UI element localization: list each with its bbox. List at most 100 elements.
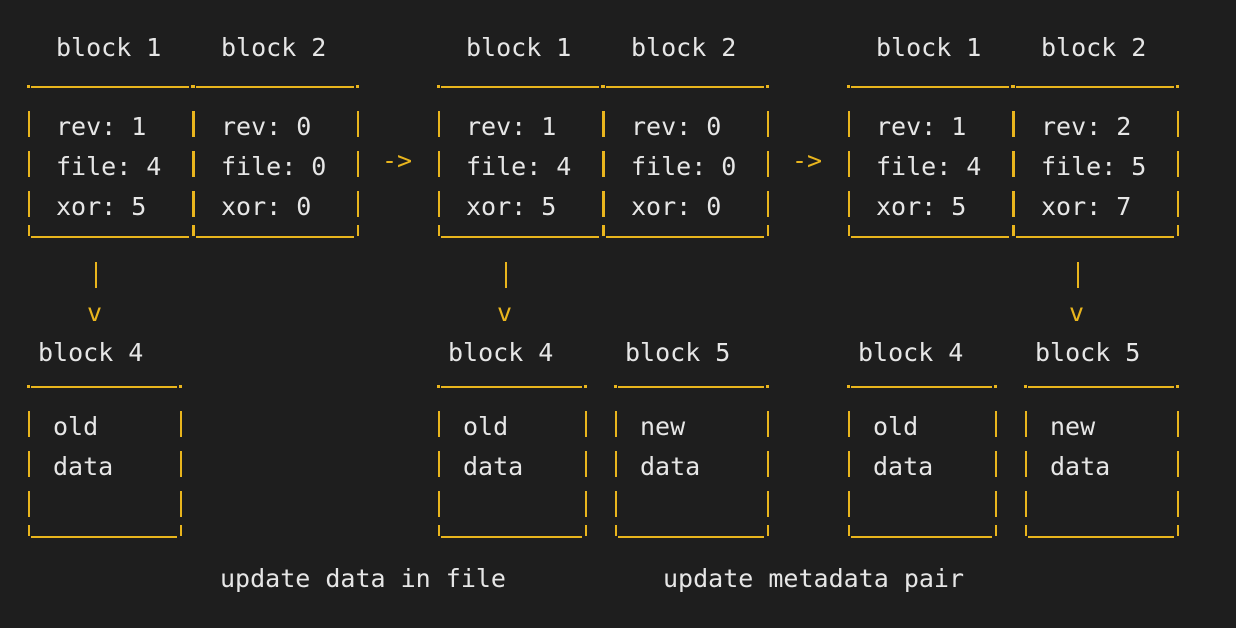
box-border-line [1013,191,1015,217]
box-border-line [357,225,359,236]
block-label: block 5 [625,338,731,367]
rev-value: rev: 0 [221,112,312,141]
block-label: block 2 [631,33,737,62]
box-border-line [357,191,359,217]
box-border-line [180,491,182,517]
box-border-line [848,491,850,517]
box-border-line [603,151,605,177]
box-border-line [848,411,850,437]
caption-step1: update data in file [220,564,506,593]
box-border-line [28,491,30,517]
box-border-line [995,491,997,517]
box-corner [192,85,195,88]
block-label: block 2 [1041,33,1147,62]
box-corner [584,385,587,388]
box-border-line [193,151,195,177]
box-corner [847,385,850,388]
box-border-line [1028,386,1174,388]
box-border-line [848,525,850,536]
box-border-line [1025,411,1027,437]
box-border-line [1177,451,1179,477]
box-border-line [1177,151,1179,177]
rev-value: rev: 2 [1041,112,1132,141]
file-value: file: 5 [1041,152,1147,181]
box-corner [356,85,359,88]
box-border-line [585,411,587,437]
box-border-line [1177,225,1179,236]
box-border-line [28,451,30,477]
box-border-line [1025,491,1027,517]
box-border-line [618,536,764,538]
box-border-line [438,491,440,517]
box-border-line [180,525,182,536]
box-border-line [848,225,850,236]
box-corner [1024,385,1027,388]
box-border-line [193,111,195,137]
box-border-line [1013,225,1015,236]
rev-value: rev: 1 [876,112,967,141]
box-border-line [441,236,599,238]
box-corner [437,85,440,88]
box-border-line [1025,525,1027,536]
box-border-line [1177,411,1179,437]
box-border-line [1016,236,1174,238]
box-border-line [1016,86,1174,88]
data-line: data [873,452,934,481]
rev-value: rev: 1 [466,112,557,141]
box-border-line [438,411,440,437]
box-border-line [615,525,617,536]
box-border-line [1177,111,1179,137]
box-border-line [848,151,850,177]
box-border-line [28,411,30,437]
box-border-line [851,236,1009,238]
box-corner [27,385,30,388]
box-border-line [1013,151,1015,177]
box-border-line [31,86,189,88]
box-border-line [603,111,605,137]
xor-value: xor: 5 [466,192,557,221]
block-label: block 4 [858,338,964,367]
box-border-line [95,262,97,288]
box-border-line [848,191,850,217]
file-value: file: 4 [876,152,982,181]
box-border-line [196,236,354,238]
xor-value: xor: 0 [221,192,312,221]
box-border-line [28,525,30,536]
box-border-line [193,191,195,217]
box-border-line [28,151,30,177]
box-border-line [585,525,587,536]
box-border-line [851,386,992,388]
caption-step2: update metadata pair [663,564,965,593]
box-border-line [28,225,30,236]
box-corner [847,85,850,88]
box-border-line [441,386,582,388]
xor-value: xor: 5 [56,192,147,221]
box-border-line [995,411,997,437]
box-border-line [848,111,850,137]
box-corner [766,385,769,388]
box-border-line [767,491,769,517]
data-line: new [1050,412,1096,441]
box-corner [1176,85,1179,88]
file-value: file: 0 [631,152,737,181]
box-corner [994,385,997,388]
box-border-line [1177,525,1179,536]
block-label: block 2 [221,33,327,62]
data-line: data [463,452,524,481]
transition-arrow: -> [382,146,413,175]
box-border-line [180,451,182,477]
box-border-line [767,151,769,177]
box-border-line [603,191,605,217]
box-border-line [438,111,440,137]
box-border-line [196,86,354,88]
box-border-line [606,86,764,88]
box-border-line [31,386,177,388]
box-border-line [767,225,769,236]
box-border-line [1028,536,1174,538]
pointer-arrow-head: v [497,298,513,327]
box-corner [1012,85,1015,88]
box-border-line [180,411,182,437]
block-label: block 4 [448,338,554,367]
file-value: file: 0 [221,152,327,181]
file-value: file: 4 [466,152,572,181]
